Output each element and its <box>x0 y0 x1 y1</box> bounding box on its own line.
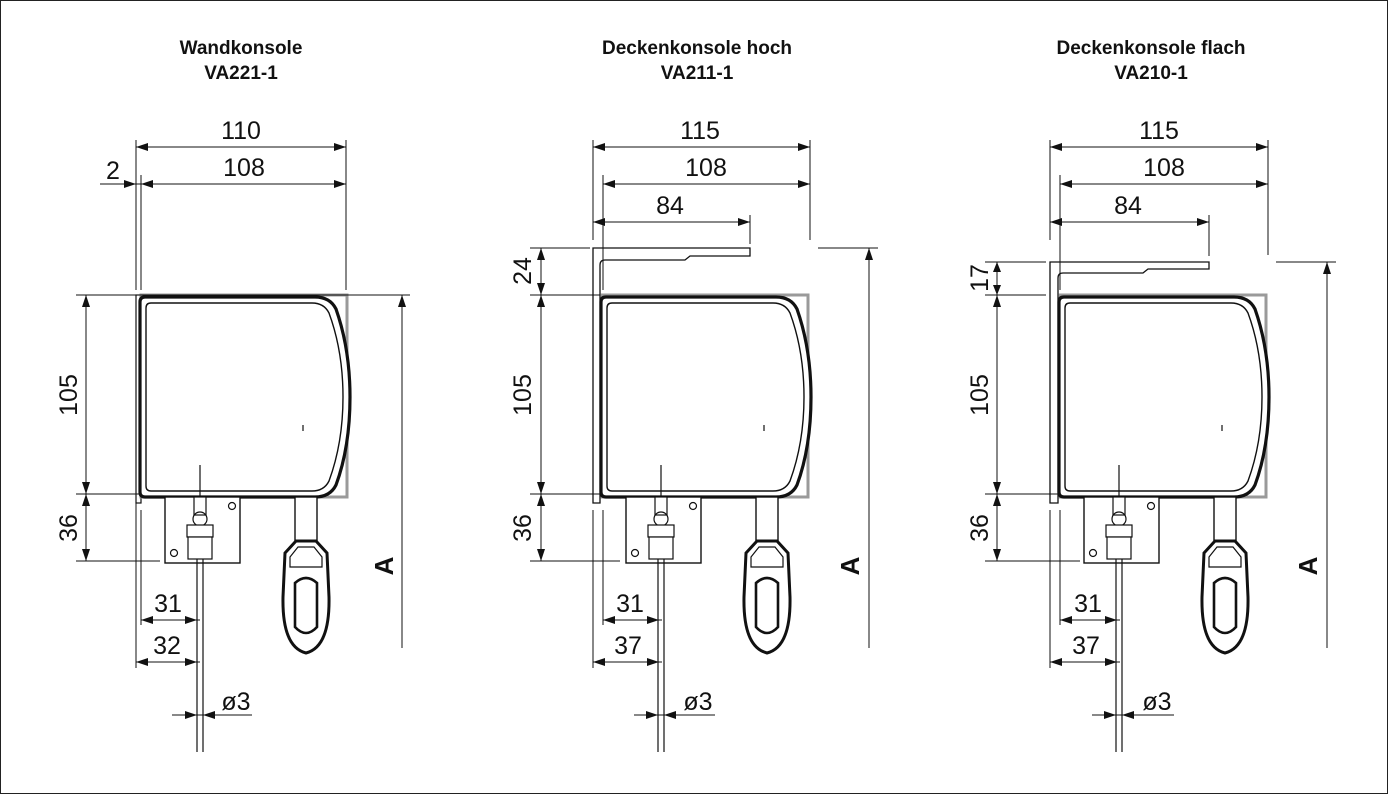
variant-2-name: Deckenkonsole hoch <box>602 38 792 59</box>
dim-3-height: 105 <box>966 374 994 416</box>
dim-2-bracket-width: 84 <box>656 192 684 220</box>
variant-wandkonsole: Wandkonsole VA221-1 110 108 2 105 <box>55 38 410 754</box>
dim-2-lower: 36 <box>509 514 537 542</box>
dim-2-inner-width: 108 <box>685 154 727 182</box>
dim-2-height: 105 <box>509 374 537 416</box>
dim-1-height: 105 <box>55 374 83 416</box>
dim-1-cable-b: 32 <box>153 632 181 660</box>
dim-1-outer-width: 110 <box>221 117 261 145</box>
dim-3-bracket-width: 84 <box>1114 192 1142 220</box>
dim-1-total: A <box>369 556 399 575</box>
variant-1-name: Wandkonsole <box>180 38 303 59</box>
dim-2-bracket-height: 24 <box>509 257 537 285</box>
dim-1-diameter: ø3 <box>221 688 250 716</box>
variant-3-code: VA210-1 <box>1114 63 1188 84</box>
variant-1-code: VA221-1 <box>204 63 278 84</box>
variant-2-code: VA211-1 <box>661 63 734 84</box>
dim-2-total: A <box>835 556 865 575</box>
dim-2-outer-width: 115 <box>680 117 720 145</box>
dim-1-cable-a: 31 <box>154 590 182 618</box>
dim-2-cable-a: 31 <box>616 590 644 618</box>
dim-2-cable-b: 37 <box>614 632 642 660</box>
dim-3-inner-width: 108 <box>1143 154 1185 182</box>
dim-1-offset: 2 <box>106 157 120 185</box>
variant-3-name: Deckenkonsole flach <box>1056 38 1245 59</box>
dim-1-inner-width: 108 <box>223 154 265 182</box>
variant-deckenkonsole-flach: Deckenkonsole flach VA210-1 115 108 84 <box>966 38 1336 754</box>
dim-3-outer-width: 115 <box>1139 117 1179 145</box>
dim-2-diameter: ø3 <box>683 688 712 716</box>
dim-3-cable-b: 37 <box>1072 632 1100 660</box>
variant-deckenkonsole-hoch: Deckenkonsole hoch VA211-1 115 108 84 <box>509 38 878 754</box>
dim-3-cable-a: 31 <box>1074 590 1102 618</box>
dim-3-diameter: ø3 <box>1142 688 1171 716</box>
dim-3-lower: 36 <box>966 514 994 542</box>
dim-3-total: A <box>1293 556 1323 575</box>
dim-1-lower: 36 <box>55 514 83 542</box>
dim-3-bracket-height: 17 <box>966 264 994 292</box>
